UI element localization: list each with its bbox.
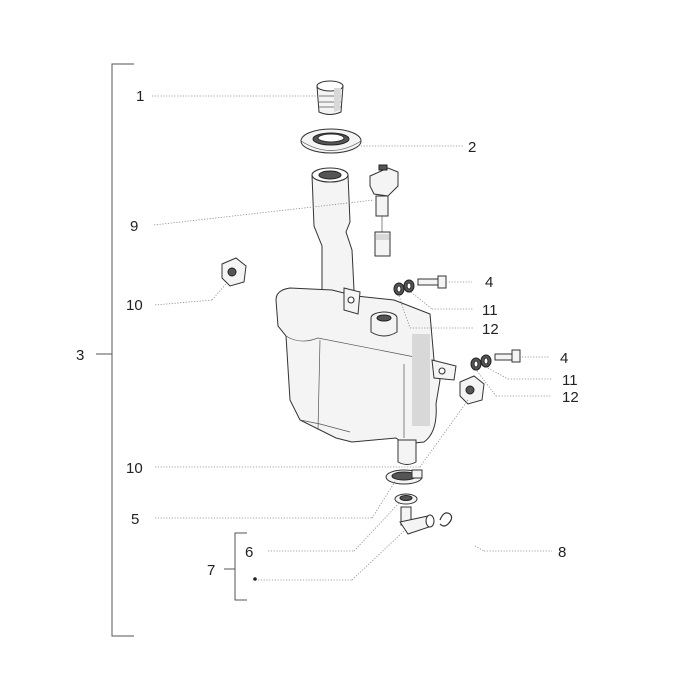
callout-3: 3 [76, 347, 84, 364]
part-hose-clip [439, 512, 453, 527]
part-level-sensor [369, 164, 399, 257]
assembly-bracket-3 [96, 63, 134, 637]
part-fastener-set-lower [470, 349, 521, 371]
callout-10-lower: 10 [126, 460, 143, 477]
part-clip-nut-lower [459, 375, 485, 405]
part-filler-cap [316, 80, 344, 115]
callout-4-lower: 4 [560, 350, 568, 367]
part-fastener-set-upper [393, 275, 447, 296]
callout-6: 6 [245, 544, 253, 561]
part-reservoir-tank [275, 167, 457, 465]
part-pump-elbow [399, 506, 435, 535]
callout-7: 7 [207, 562, 215, 579]
part-pump-seal [394, 493, 418, 505]
callout-8: 8 [558, 544, 566, 561]
callout-12-lower: 12 [562, 389, 579, 406]
callout-11-lower: 11 [562, 372, 578, 389]
part-gasket [300, 128, 362, 154]
leader-lines [152, 95, 552, 581]
part-clip-nut-upper [221, 257, 247, 287]
callout-11-upper: 11 [482, 302, 498, 319]
callout-5: 5 [131, 511, 139, 528]
callout-2: 2 [468, 139, 476, 156]
callout-12-upper: 12 [482, 321, 499, 338]
callout-1: 1 [136, 88, 144, 105]
callout-10-upper: 10 [126, 297, 143, 314]
part-hose-clamp [385, 469, 423, 485]
callout-9: 9 [130, 218, 138, 235]
callout-4-upper: 4 [485, 274, 493, 291]
assembly-bracket-7 [224, 532, 257, 601]
